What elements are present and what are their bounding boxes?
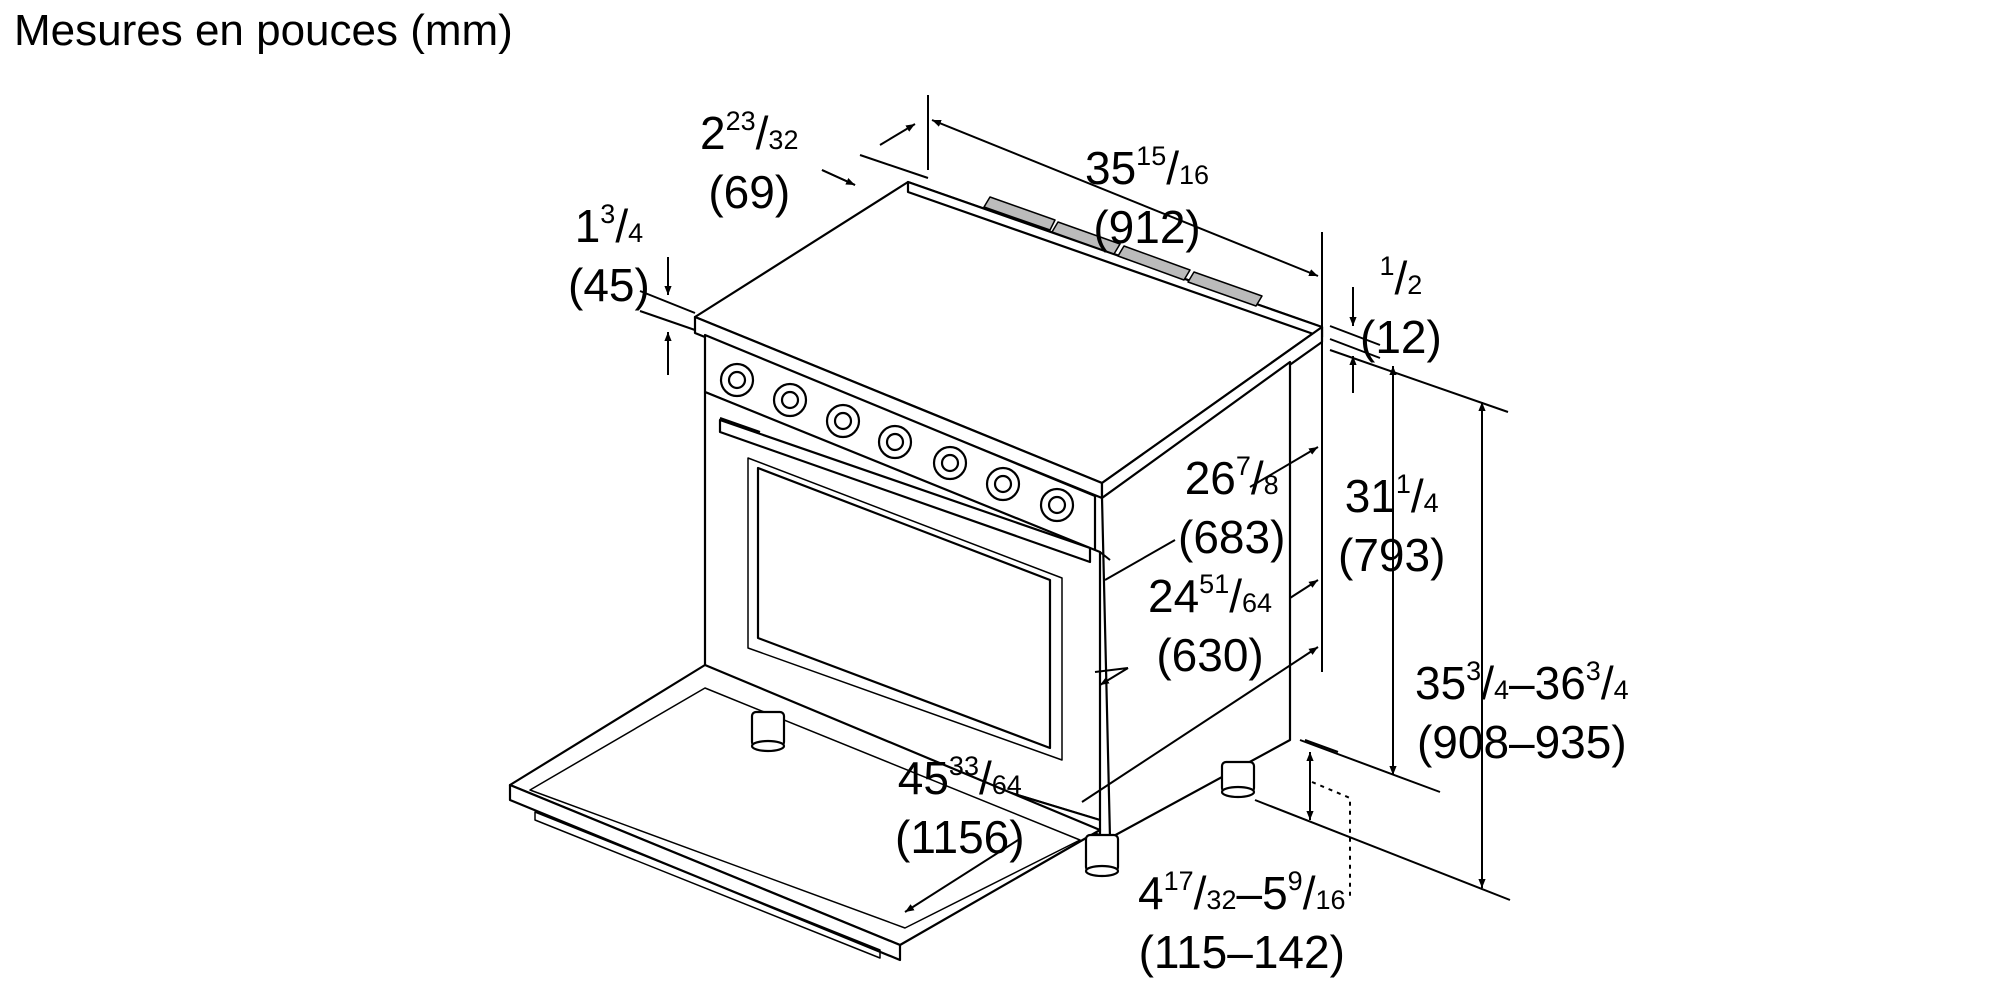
dim-legs-label: 417/32–59/16 (115–142): [1138, 866, 1346, 978]
dim-total-height-label: 353/4–363/4 (908–935): [1415, 656, 1629, 768]
range-legs: [750, 710, 1256, 878]
dim-body-depth-label: 267/8 (683): [1178, 451, 1286, 563]
dimension-ticks: [1099, 551, 1111, 561]
dim-width-label: 3515/16 (912): [1085, 141, 1210, 253]
dim-depth-top-label: 223/32 (69): [700, 106, 799, 218]
oven-window: [756, 466, 1052, 750]
range-side: [1100, 360, 1292, 840]
dim-oven-depth-label: 2451/64 (630): [1148, 569, 1273, 681]
dim-backguard-label: 1/2 (12): [1360, 251, 1442, 363]
page-title: Mesures en pouces (mm): [14, 6, 513, 55]
dim-door-open-label: 4533/64 (1156): [895, 751, 1025, 863]
oven-handle: [718, 418, 1092, 564]
dim-height-label: 311/4 (793): [1338, 469, 1446, 581]
control-knobs: [719, 362, 1075, 523]
dimension-lines: [639, 95, 1511, 913]
dim-top-edge-label: 13/4 (45): [568, 199, 650, 311]
